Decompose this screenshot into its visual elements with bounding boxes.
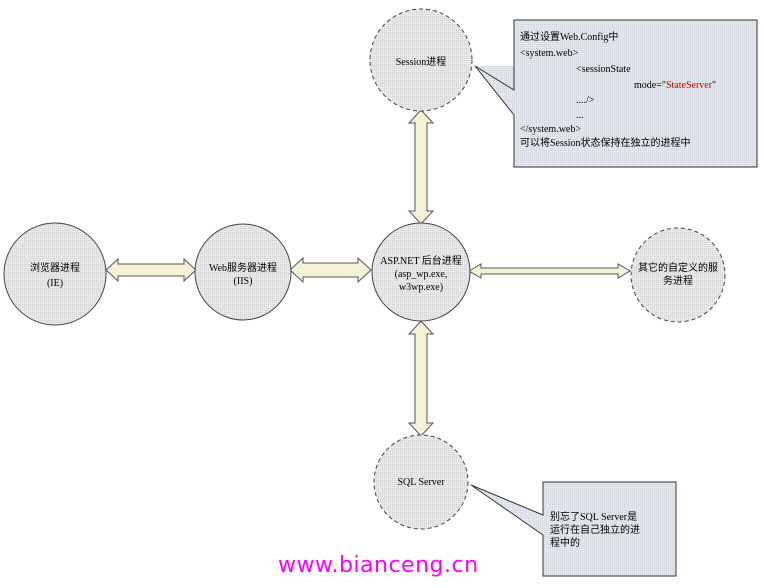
arrow-aspnet-sql bbox=[407, 320, 435, 437]
session-config-callout bbox=[474, 19, 758, 168]
session-process-label: Session进程 bbox=[396, 56, 447, 68]
session-callout-mode-prefix: mode=" bbox=[634, 80, 666, 91]
custom-service-process-sublabel: 务进程 bbox=[663, 274, 693, 287]
session-callout-line7: </system.web> bbox=[520, 124, 581, 135]
sql-server-process-label: SQL Server bbox=[397, 477, 445, 488]
session-callout-line8: 可以将Session状态保持在独立的进程中 bbox=[520, 136, 691, 149]
aspnet-process-exe1: (asp_wp.exe, bbox=[395, 269, 448, 280]
arrow-browser-webserver bbox=[105, 257, 197, 283]
aspnet-process-exe2: w3wp.exe) bbox=[399, 282, 443, 293]
sql-callout-line2: 运行在自己独立的进 bbox=[550, 523, 640, 536]
session-callout-mode-suffix: " bbox=[712, 80, 716, 91]
session-process-node bbox=[369, 8, 473, 112]
session-callout-line3: <sessionState bbox=[576, 64, 631, 75]
custom-service-process-node bbox=[630, 227, 726, 323]
session-callout-mode-value: StateServer bbox=[666, 80, 713, 91]
web-server-process-node bbox=[194, 223, 292, 321]
session-callout-line2: <system.web> bbox=[520, 48, 579, 59]
web-server-process-sublabel: (IIS) bbox=[234, 276, 253, 287]
web-server-process-label: Web服务器进程 bbox=[209, 261, 277, 274]
aspnet-process-node bbox=[371, 222, 471, 322]
session-callout-line5: ..../> bbox=[576, 95, 595, 106]
browser-process-label: 浏览器进程 bbox=[30, 261, 80, 274]
session-callout-line1: 通过设置Web.Config中 bbox=[520, 30, 618, 43]
sql-server-process-node bbox=[373, 434, 469, 530]
browser-process-sublabel: (IE) bbox=[47, 278, 63, 289]
sql-note-callout bbox=[470, 481, 677, 577]
sql-callout-line1: 别忘了SQL Server是 bbox=[550, 510, 637, 523]
watermark: www.bianceng.cn bbox=[278, 553, 479, 578]
sql-callout-line3: 程中的 bbox=[550, 536, 580, 549]
browser-process-node bbox=[3, 222, 107, 326]
session-callout-line4: mode="StateServer" bbox=[634, 80, 716, 91]
arrow-webserver-aspnet bbox=[289, 256, 372, 284]
arrow-aspnet-custom bbox=[468, 263, 631, 279]
aspnet-process-label: ASP.NET 后台进程 bbox=[380, 254, 462, 267]
session-callout-line6: ... bbox=[576, 110, 584, 121]
arrow-session-aspnet bbox=[407, 109, 435, 225]
custom-service-process-label: 其它的自定义的服 bbox=[638, 261, 718, 274]
